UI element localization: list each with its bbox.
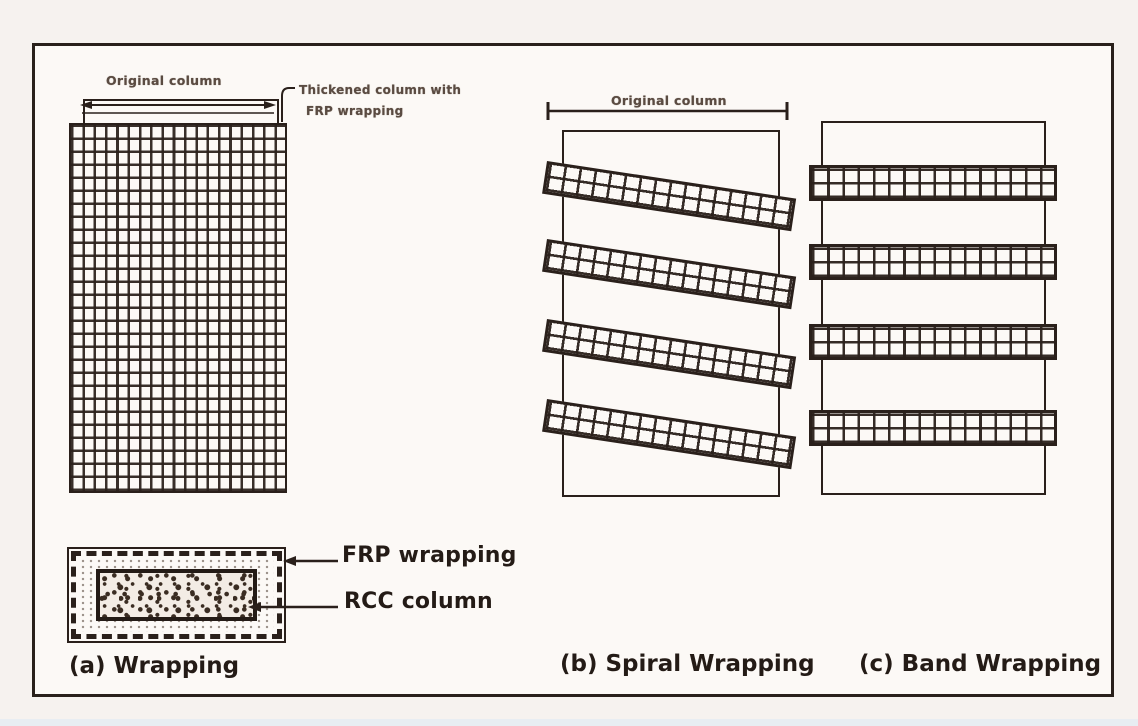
panel-a-annotation-line1: Thickened column with bbox=[299, 83, 462, 97]
panel-c-horizontal-band bbox=[809, 324, 1057, 360]
cross-section-frp-wrap-outline bbox=[67, 547, 286, 643]
panel-c-horizontal-band bbox=[809, 244, 1057, 280]
panel-a-annotation-line2: FRP wrapping bbox=[306, 104, 404, 118]
figure-border-frame: Original column Thickened column with FR… bbox=[32, 43, 1114, 697]
cross-section-gap bbox=[79, 558, 274, 632]
caption-panel-b: (b) Spiral Wrapping bbox=[560, 651, 815, 677]
panel-c-column-outline bbox=[821, 121, 1046, 495]
panel-a-frp-wrapped-column bbox=[69, 123, 287, 493]
panel-b-original-column-label: Original column bbox=[611, 93, 727, 108]
panel-c-horizontal-band bbox=[809, 165, 1057, 201]
cross-section-rcc-core bbox=[96, 569, 257, 621]
cross-section-frp-layer bbox=[71, 551, 282, 639]
rcc-column-label: RCC column bbox=[344, 589, 493, 614]
panel-c-horizontal-band bbox=[809, 410, 1057, 446]
frp-wrapping-label: FRP wrapping bbox=[342, 543, 517, 568]
scan-edge-strip bbox=[0, 719, 1138, 726]
caption-panel-a: (a) Wrapping bbox=[69, 653, 240, 679]
panel-a-original-column-outline bbox=[83, 99, 279, 125]
panel-a-original-column-label: Original column bbox=[106, 73, 222, 88]
panel-b-column-outline bbox=[562, 130, 780, 497]
caption-panel-c: (c) Band Wrapping bbox=[859, 651, 1102, 677]
